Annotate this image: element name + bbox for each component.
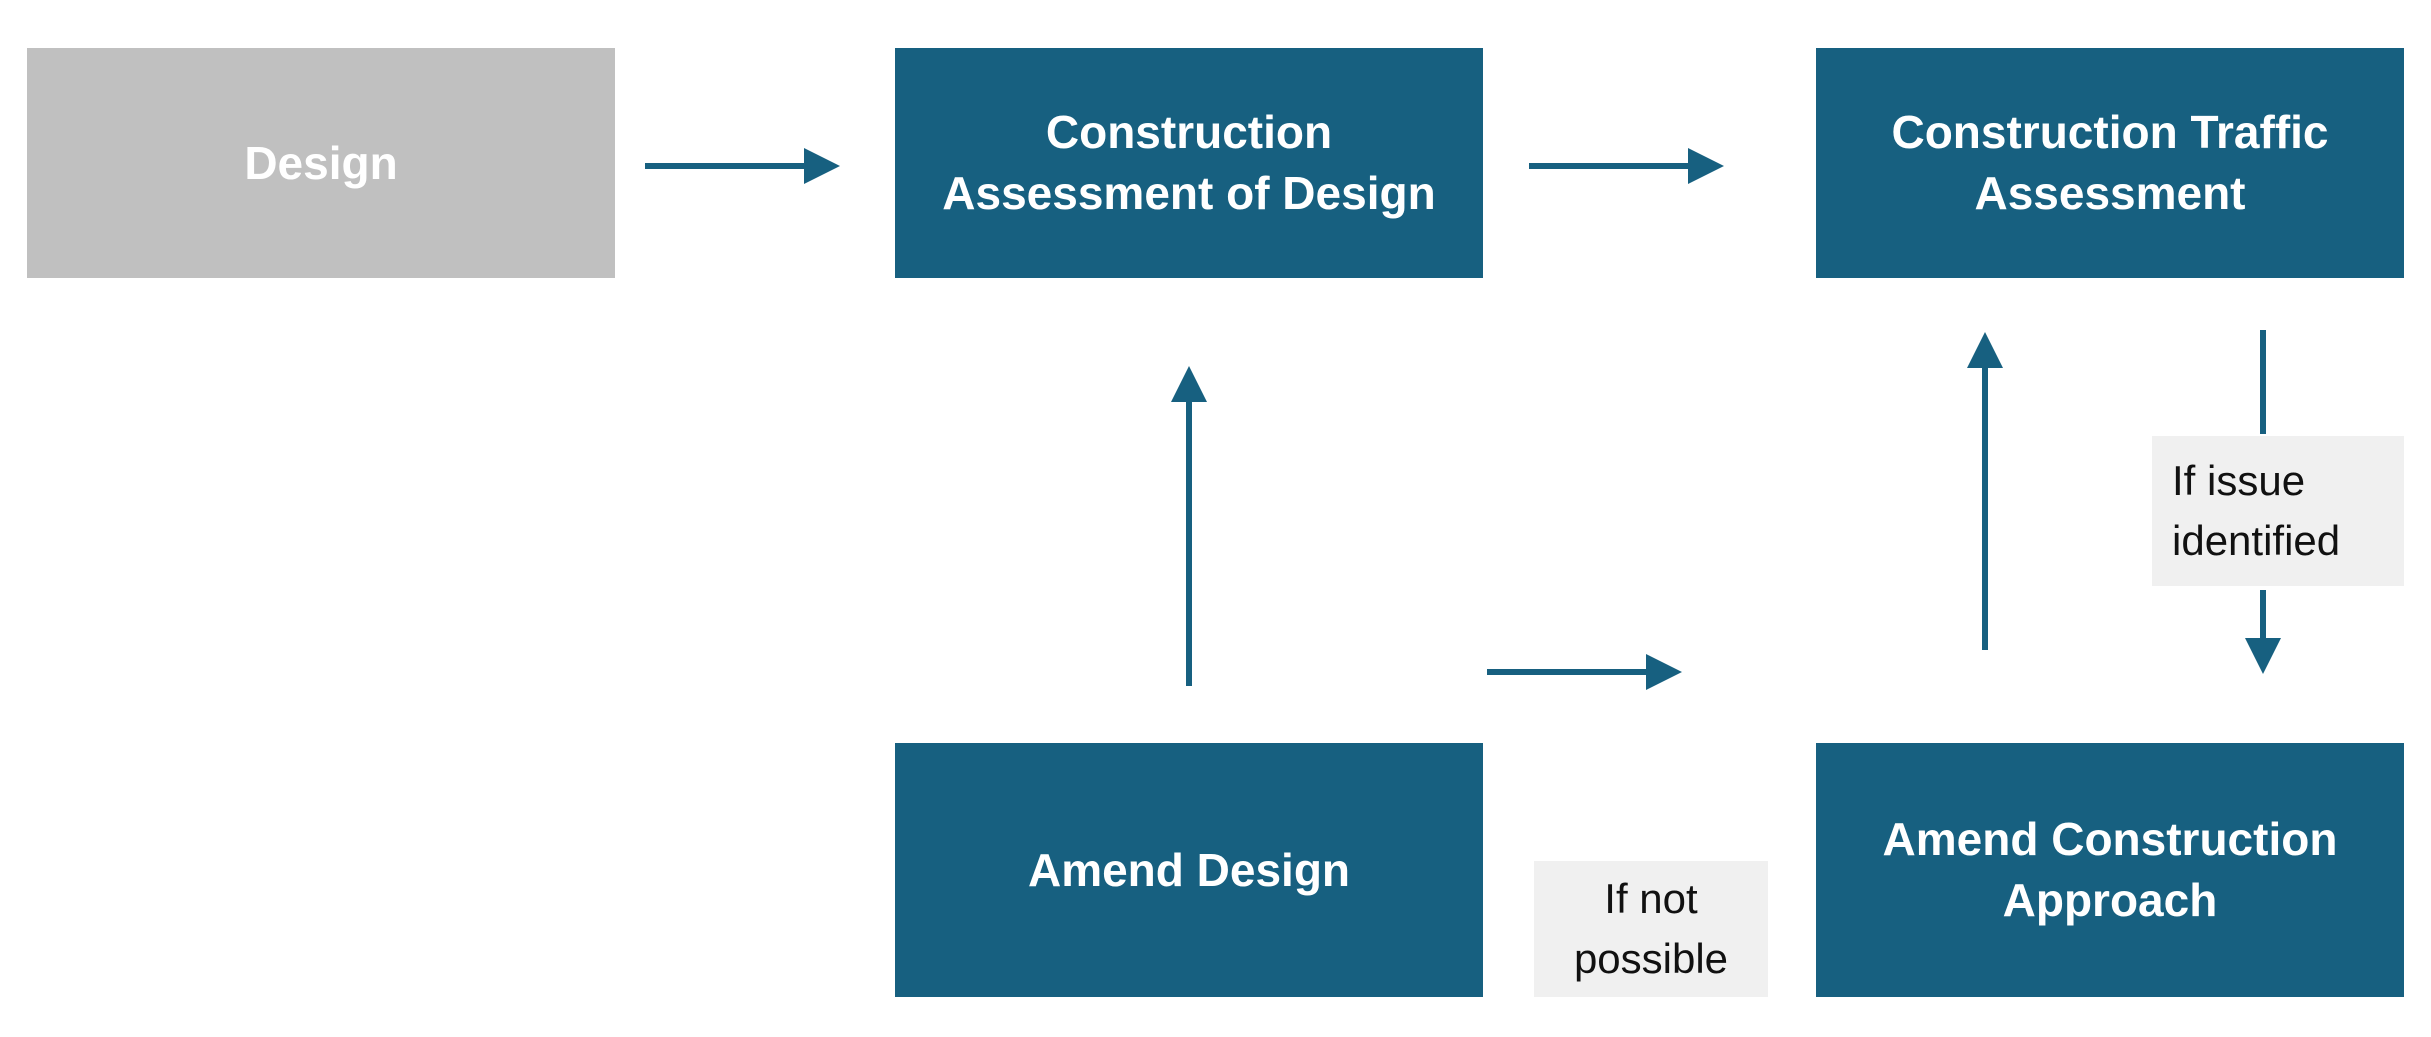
- construction-assessment-label-line1: Construction: [1045, 106, 1333, 158]
- traffic-assessment-label-line2: Assessment: [1974, 167, 2246, 219]
- construction-assessment-of-design-box: Construction Assessment of Design: [895, 48, 1483, 278]
- amend-design-label: Amend Design: [1027, 843, 1351, 896]
- design-label: Design: [244, 136, 398, 189]
- if-issue-line2: identified: [2172, 517, 2341, 564]
- construction-assessment-label-line2: Assessment of Design: [942, 167, 1436, 219]
- traffic-assessment-label-line1: Construction Traffic: [1891, 106, 2329, 158]
- amend-construction-approach-box: Amend Construction Approach: [1816, 743, 2404, 997]
- amend-design-box: Amend Design: [895, 743, 1483, 997]
- if-not-possible-line2: possible: [1573, 935, 1729, 982]
- construction-traffic-assessment-box: Construction Traffic Assessment: [1816, 48, 2404, 278]
- amend-construction-label-line1: Amend Construction: [1882, 813, 2338, 865]
- amend-construction-label-line2: Approach: [2002, 874, 2218, 926]
- if-not-possible-note: If not possible: [1534, 861, 1768, 997]
- if-issue-identified-note: If issue identified: [2152, 436, 2404, 586]
- if-not-possible-line1: If not: [1604, 875, 1698, 922]
- if-issue-line1: If issue: [2172, 457, 2306, 504]
- design-box: Design: [27, 48, 615, 278]
